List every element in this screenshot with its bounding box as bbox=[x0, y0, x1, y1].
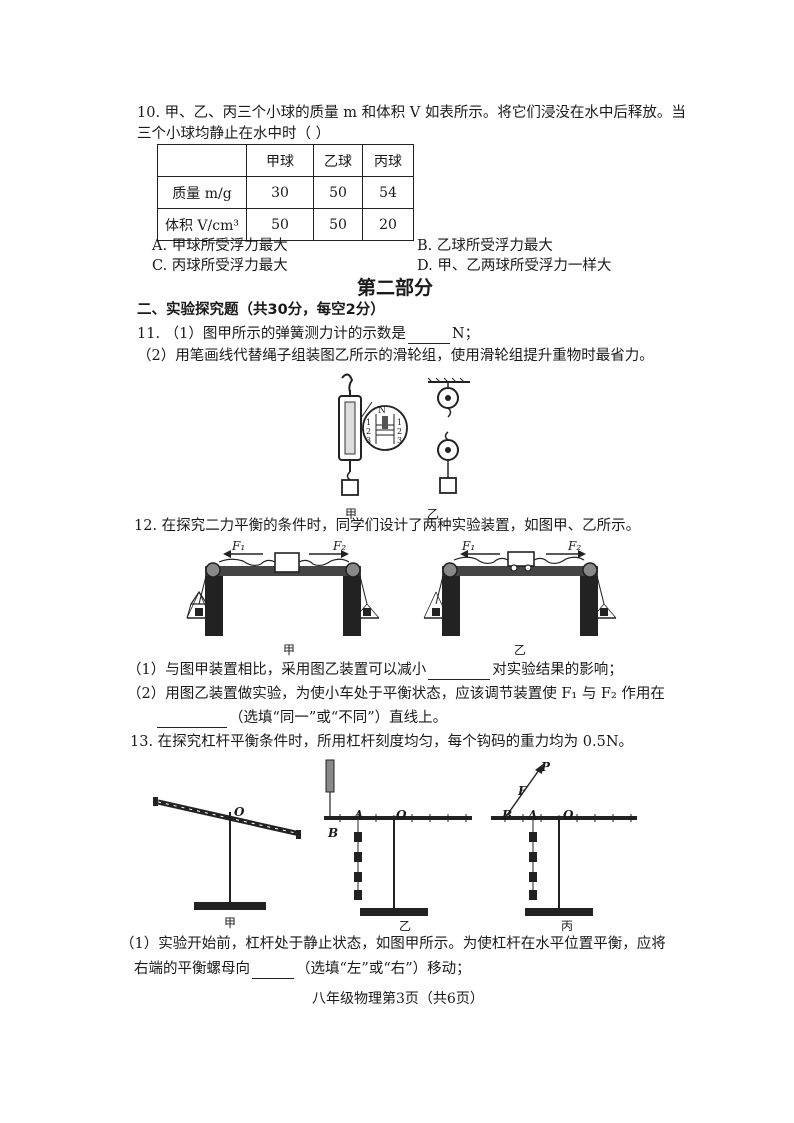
q10-line1: 10. 甲、乙、丙三个小球的质量 m 和体积 V 如表所示。将它们浸没在水中后释… bbox=[137, 105, 686, 121]
label-p: P bbox=[541, 760, 551, 774]
q11-part1-text: 11. （1）图甲所示的弹簧测力计的示数是 bbox=[137, 326, 406, 342]
q12-part1: （1）与图甲装置相比，采用图乙装置可以减小 对实验结果的影响； bbox=[127, 661, 623, 680]
table-cell: 乙球 bbox=[313, 144, 363, 177]
label-a: A bbox=[354, 808, 364, 822]
scale-ticks-left: 1 2 3 bbox=[366, 418, 371, 445]
answer-blank[interactable] bbox=[157, 709, 227, 728]
lever-yi-figure bbox=[324, 759, 472, 916]
q10-line2: 三个小球均静止在水中时（ ） bbox=[137, 126, 331, 142]
label-b: B bbox=[328, 826, 339, 840]
q13-part1b: 右端的平衡螺母向 （选填“左”或“右”）移动； bbox=[134, 960, 471, 979]
scale-zoom-circle bbox=[362, 405, 408, 451]
answer-blank[interactable] bbox=[252, 960, 294, 979]
table-cell: 甲球 bbox=[246, 144, 314, 177]
table-cell: 丙球 bbox=[362, 144, 414, 177]
q13-part1a: （1）实验开始前，杠杆处于静止状态，如图甲所示。为使杠杆在水平位置平衡，应将 bbox=[120, 936, 666, 952]
label-a: A bbox=[528, 808, 538, 822]
q10-option-a: A. 甲球所受浮力最大 bbox=[152, 238, 288, 254]
table-cell: 20 bbox=[362, 208, 414, 241]
lever-bing-figure bbox=[491, 764, 637, 916]
answer-blank[interactable] bbox=[428, 661, 491, 680]
q10-option-d: D. 甲、乙两球所受浮力一样大 bbox=[417, 258, 612, 274]
force-label-f2: F₂ bbox=[333, 539, 347, 553]
scale-unit: N bbox=[378, 406, 386, 416]
q12-apparatus-yi bbox=[423, 550, 617, 636]
table-row: 体积 V/cm³ 50 50 20 bbox=[157, 208, 414, 241]
scale-tick: 3 bbox=[366, 436, 372, 445]
q11-part1-unit: N； bbox=[451, 326, 480, 342]
q11-fig-yi-caption: 乙 bbox=[427, 507, 440, 521]
q12-stem: 12. 在探究二力平衡的条件时，同学们设计了两种实验装置，如图甲、乙所示。 bbox=[134, 518, 641, 534]
table-row: 质量 m/g 30 50 54 bbox=[157, 176, 414, 209]
table-cell: 质量 m/g bbox=[157, 176, 247, 209]
force-label-f1: F₁ bbox=[462, 539, 476, 553]
section-heading: 二、实验探究题（共30分，每空2分） bbox=[137, 302, 385, 318]
label-b: B bbox=[502, 808, 513, 822]
scale-tick: 3 bbox=[397, 436, 403, 445]
q13-fig-bing-caption: 丙 bbox=[561, 919, 574, 933]
q10-option-c: C. 丙球所受浮力最大 bbox=[152, 258, 288, 274]
q11-part2: （2）用笔画线代替绳子组装图乙所示的滑轮组，使用滑轮组提升重物时最省力。 bbox=[137, 348, 654, 364]
q12-part2b: （选填“同一”或“不同”）直线上。 bbox=[155, 709, 447, 728]
force-label-f2: F₂ bbox=[568, 539, 582, 553]
q12-part1-tail: 对实验结果的影响； bbox=[492, 662, 623, 678]
table-cell: 50 bbox=[313, 208, 363, 241]
table-header-row: 甲球 乙球 丙球 bbox=[157, 144, 414, 177]
table-cell: 50 bbox=[246, 208, 314, 241]
scale-tick: 1 bbox=[397, 418, 403, 427]
q10-table: 甲球 乙球 丙球 质量 m/g 30 50 54 体积 V/cm³ 50 50 … bbox=[157, 144, 414, 241]
scale-ticks-right: 1 2 3 bbox=[397, 418, 402, 445]
lever-jia-figure bbox=[153, 797, 301, 910]
table-cell: 30 bbox=[246, 176, 314, 209]
q13-stem: 13. 在探究杠杆平衡条件时，所用杠杆刻度均匀，每个钩码的重力均为 0.5N。 bbox=[130, 734, 634, 750]
spring-scale-figure bbox=[338, 373, 373, 496]
label-o: O bbox=[563, 808, 574, 822]
scale-tick: 2 bbox=[397, 427, 403, 436]
q12-part2a: （2）用图乙装置做实验，为使小车处于平衡状态，应该调节装置使 F₁ 与 F₂ 作… bbox=[127, 686, 665, 702]
q13-fig-yi-caption: 乙 bbox=[399, 919, 412, 933]
label-o: O bbox=[234, 805, 245, 819]
label-o: O bbox=[396, 808, 407, 822]
table-cell bbox=[157, 144, 247, 177]
page-footer: 八年级物理第3页（共6页） bbox=[312, 991, 484, 1007]
q12-apparatus-jia bbox=[186, 550, 380, 636]
scale-tick: 1 bbox=[366, 418, 372, 427]
part-title: 第二部分 bbox=[357, 277, 434, 299]
q12-fig-yi-caption: 乙 bbox=[514, 643, 527, 657]
pulley-system-figure bbox=[427, 377, 470, 494]
answer-blank[interactable] bbox=[407, 325, 450, 344]
q11-part1: 11. （1）图甲所示的弹簧测力计的示数是 N； bbox=[137, 325, 479, 344]
q10-option-b: B. 乙球所受浮力最大 bbox=[417, 238, 553, 254]
table-cell: 54 bbox=[362, 176, 414, 209]
q12-part2b-text: （选填“同一”或“不同”）直线上。 bbox=[229, 710, 448, 726]
q13-part1b-text: 右端的平衡螺母向 bbox=[134, 961, 250, 977]
force-label-f1: F₁ bbox=[232, 539, 246, 553]
table-cell: 体积 V/cm³ bbox=[157, 208, 247, 241]
q13-part1b-tail: （选填“左”或“右”）移动； bbox=[296, 961, 471, 977]
table-cell: 50 bbox=[313, 176, 363, 209]
scale-tick: 2 bbox=[366, 427, 372, 436]
q13-fig-jia-caption: 甲 bbox=[224, 916, 237, 930]
q11-fig-jia-caption: 甲 bbox=[345, 507, 358, 521]
q12-part1-text: （1）与图甲装置相比，采用图乙装置可以减小 bbox=[127, 662, 427, 678]
label-f: F bbox=[518, 784, 527, 798]
q12-fig-jia-caption: 甲 bbox=[283, 643, 296, 657]
